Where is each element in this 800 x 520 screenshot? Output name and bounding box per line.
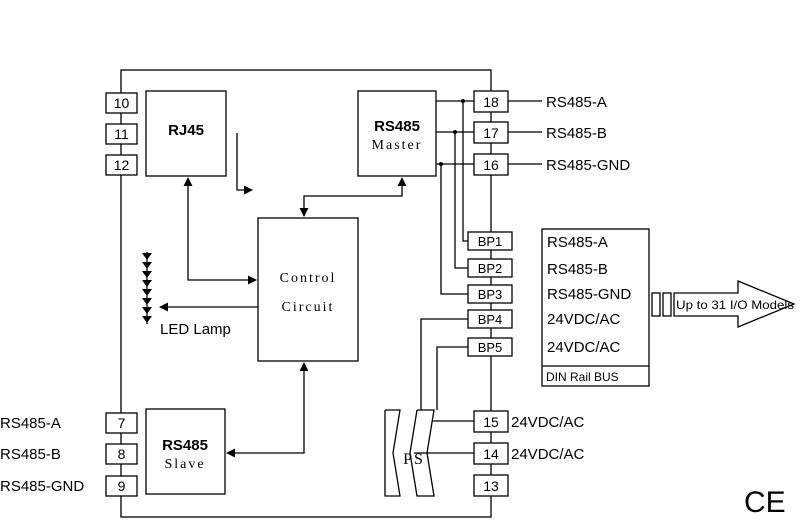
terminal-9-box bbox=[105, 475, 138, 497]
terminal-16-number: 16 bbox=[483, 157, 499, 173]
din-row-3: RS485-GND bbox=[547, 286, 631, 303]
terminal-8-label: RS485-B bbox=[0, 446, 61, 463]
rs485-master-block: RS485 Master bbox=[357, 90, 437, 177]
master-subtitle: Master bbox=[372, 138, 423, 153]
rj45-block: RJ45 bbox=[145, 90, 253, 195]
external-bus-wires bbox=[508, 100, 542, 165]
bp-terminals: BP1 BP2 BP3 BP4 BP5 bbox=[467, 231, 513, 357]
bp3-label: BP3 bbox=[478, 287, 503, 302]
din-rail-bus-block: RS485-A RS485-B RS485-GND 24VDC/AC 24VDC… bbox=[541, 228, 650, 387]
control-circuit-block: Control Circuit bbox=[257, 217, 359, 362]
right-terminals: 18 RS485-A 17 RS485-B 16 RS485-GND 15 24… bbox=[473, 90, 630, 497]
terminal-7-box bbox=[105, 412, 138, 434]
terminal-10-number: 10 bbox=[114, 95, 130, 111]
terminal-8-box bbox=[105, 443, 138, 465]
terminal-13-box bbox=[473, 474, 509, 497]
terminal-8-number: 8 bbox=[118, 446, 126, 462]
left-terminals: 10 11 12 7 RS485-A 8 RS485-B 9 RS485-GND bbox=[0, 92, 138, 497]
terminal-12-number: 12 bbox=[114, 157, 130, 173]
din-row-4: 24VDC/AC bbox=[547, 311, 621, 328]
terminal-16-label: RS485-GND bbox=[546, 157, 630, 174]
din-footer: DIN Rail BUS bbox=[546, 370, 619, 384]
slave-subtitle: Slave bbox=[164, 457, 205, 472]
terminal-13-number: 13 bbox=[483, 478, 499, 494]
master-bus-wiring bbox=[436, 99, 474, 295]
slave-title: RS485 bbox=[162, 437, 208, 454]
bp2-label: BP2 bbox=[478, 261, 503, 276]
terminal-14-number: 14 bbox=[483, 446, 499, 462]
bp1-label: BP1 bbox=[478, 234, 503, 249]
terminal-9-number: 9 bbox=[118, 478, 126, 494]
expansion-arrow: Up to 31 I/O Models bbox=[651, 280, 796, 328]
din-row-1: RS485-A bbox=[547, 234, 608, 251]
led-lamp-label: LED Lamp bbox=[160, 321, 231, 338]
led-lamp-array: LED Lamp bbox=[142, 252, 231, 338]
terminal-11-number: 11 bbox=[114, 126, 129, 142]
control-line-1: Control bbox=[280, 271, 337, 286]
din-row-2: RS485-B bbox=[547, 261, 608, 278]
terminal-15-number: 15 bbox=[483, 414, 499, 430]
power-supply-block: PS bbox=[384, 409, 435, 497]
rs485-slave-block: RS485 Slave bbox=[145, 408, 226, 495]
terminal-17-number: 17 bbox=[483, 125, 499, 141]
terminal-15-label: 24VDC/AC bbox=[511, 414, 585, 431]
signal-arrows bbox=[159, 177, 407, 458]
terminal-14-label: 24VDC/AC bbox=[511, 446, 585, 463]
ps-label: PS bbox=[403, 451, 425, 468]
terminal-9-label: RS485-GND bbox=[0, 478, 84, 495]
terminal-10-box bbox=[105, 92, 138, 114]
terminal-7-label: RS485-A bbox=[0, 415, 61, 432]
terminal-11-box bbox=[105, 123, 138, 145]
power-wiring bbox=[414, 318, 474, 454]
rj45-label: RJ45 bbox=[168, 122, 204, 139]
terminal-12-box bbox=[105, 154, 138, 176]
ce-mark: CE bbox=[744, 486, 786, 519]
din-row-5: 24VDC/AC bbox=[547, 339, 621, 356]
master-title: RS485 bbox=[374, 118, 420, 135]
expansion-arrow-label: Up to 31 I/O Models bbox=[676, 298, 794, 312]
terminal-18-label: RS485-A bbox=[546, 94, 607, 111]
terminal-7-number: 7 bbox=[118, 415, 126, 431]
bp4-label: BP4 bbox=[478, 312, 503, 327]
terminal-17-label: RS485-B bbox=[546, 125, 607, 142]
bp5-label: BP5 bbox=[478, 340, 503, 355]
terminal-18-number: 18 bbox=[483, 94, 499, 110]
control-line-2: Circuit bbox=[282, 300, 335, 315]
